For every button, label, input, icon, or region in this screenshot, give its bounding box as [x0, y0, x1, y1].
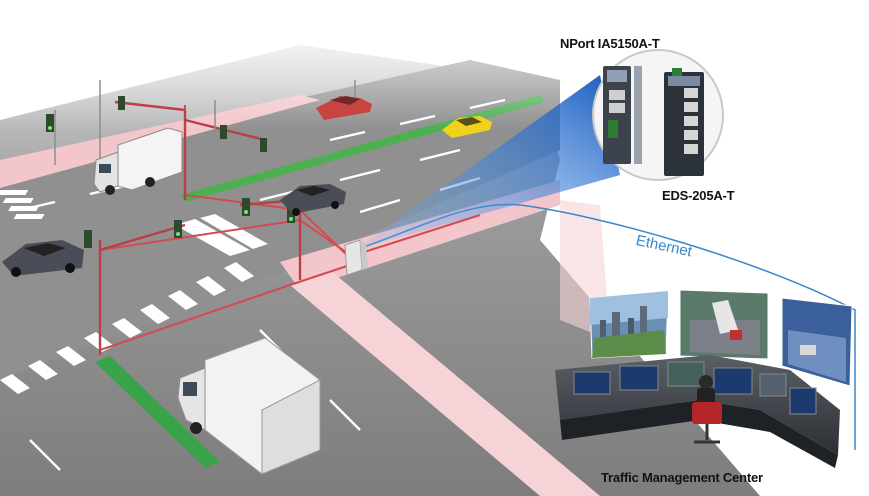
eds-label: EDS-205A-T — [662, 188, 735, 203]
traffic-lights — [46, 96, 295, 248]
box-truck-south — [177, 337, 321, 475]
sidewalk-south — [290, 270, 600, 496]
car-dark-center — [280, 184, 346, 216]
roadside-cabinet — [344, 239, 368, 276]
traffic-management-center — [555, 289, 853, 468]
car-red — [316, 96, 372, 120]
car-dark-left — [2, 240, 84, 277]
crosswalk-center — [175, 214, 268, 256]
nport-label: NPort IA5150A-T — [560, 36, 660, 51]
tmc-label: Traffic Management Center — [601, 470, 763, 485]
box-truck-north — [93, 127, 183, 195]
traffic-light-icon — [46, 114, 54, 132]
eds-switch — [664, 68, 704, 176]
console-monitor — [573, 371, 611, 395]
vehicles — [2, 96, 492, 475]
operator — [692, 375, 722, 444]
car-yellow — [442, 116, 492, 138]
video-wall — [589, 289, 853, 387]
control-console — [555, 355, 840, 468]
nport-device — [603, 66, 642, 164]
crosswalk-west — [0, 190, 45, 219]
device-zoom — [592, 49, 724, 181]
median-strip-south — [95, 356, 220, 468]
zoom-beam — [355, 75, 620, 250]
office-chair — [692, 402, 722, 424]
